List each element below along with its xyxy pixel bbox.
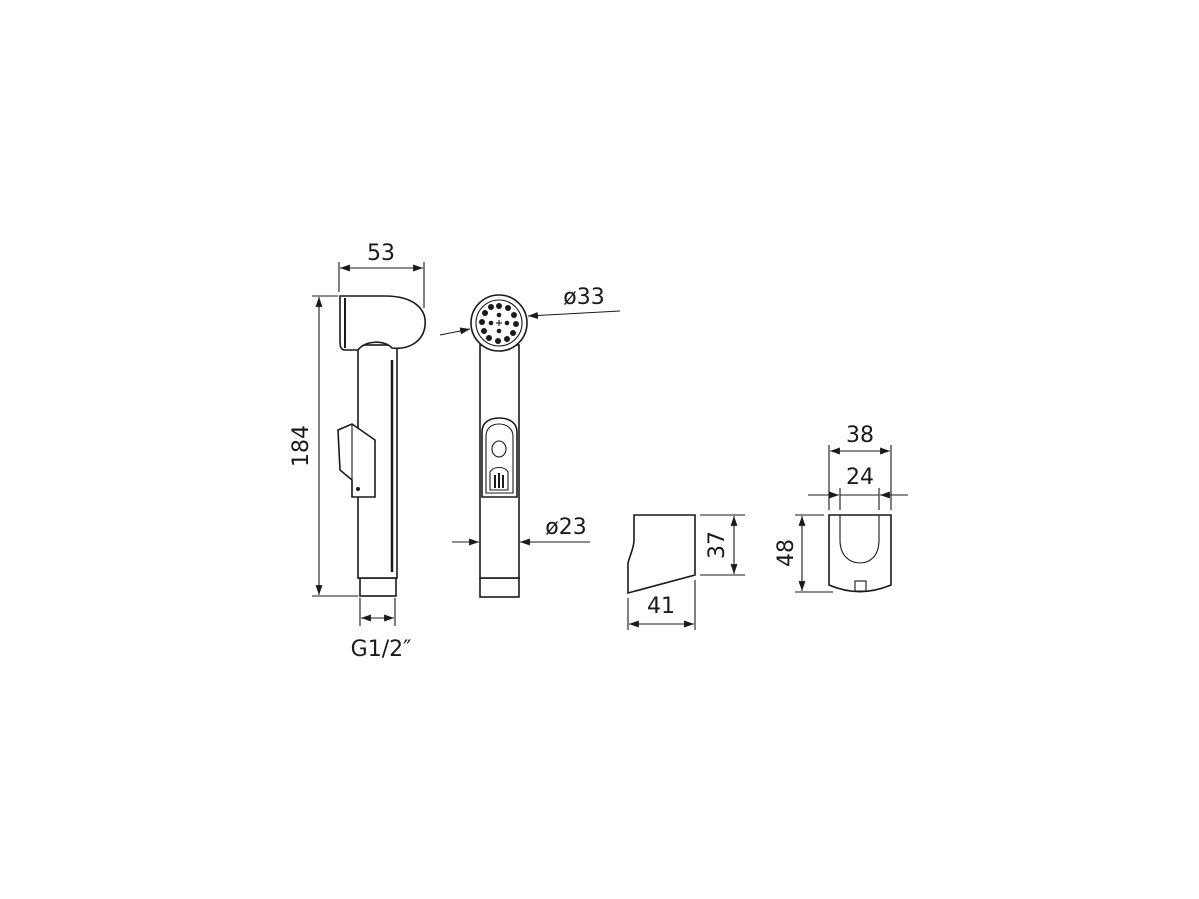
- dimension-label-48: 48: [774, 539, 799, 567]
- front-thread-connector: [479, 577, 520, 598]
- dimension-label-41: 41: [647, 594, 675, 619]
- holder-side-body: [627, 514, 696, 595]
- spray-nozzles: [479, 303, 519, 344]
- dimension-label-184: 184: [289, 425, 314, 467]
- dimension-label-23: ø23: [545, 515, 586, 540]
- holder-front-view: 38 24 48: [774, 423, 908, 593]
- handset-side-view: 53 184 G1/2″: [289, 241, 426, 662]
- holder-front-body: [828, 514, 892, 593]
- holder-side-view: 37 41: [627, 514, 745, 630]
- dimension-label-37: 37: [705, 531, 730, 559]
- thread-connector: [359, 577, 397, 597]
- dimension-label-24: 24: [846, 465, 874, 490]
- dimension-label-38: 38: [846, 423, 874, 448]
- holder-notch: [854, 580, 867, 592]
- spray-head: [339, 295, 426, 351]
- dimension-label-53: 53: [367, 241, 395, 266]
- dimension-label-thread: G1/2″: [351, 637, 412, 662]
- handset-front-view: ø33 ø23: [439, 285, 621, 598]
- trigger-lever: [337, 423, 376, 498]
- dimension-label-33: ø33: [563, 285, 604, 310]
- holder-slot: [839, 515, 880, 564]
- dimension-line-33: [527, 310, 621, 319]
